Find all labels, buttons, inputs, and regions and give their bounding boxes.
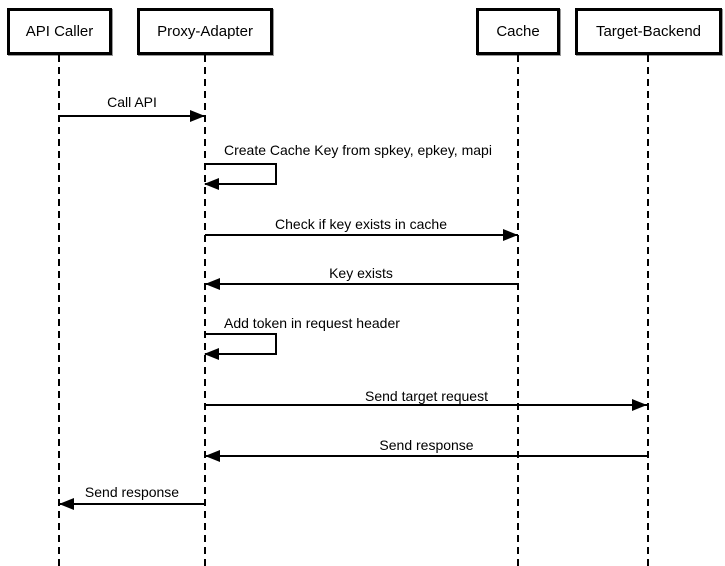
message-line (59, 115, 205, 117)
message-label: Add token in request header (224, 315, 400, 331)
message-label: Call API (107, 94, 157, 110)
lifeline-api-caller (58, 55, 60, 566)
message-line (205, 283, 518, 285)
arrowhead-left-icon (204, 348, 219, 360)
arrowhead-left-icon (205, 278, 220, 290)
message-label: Create Cache Key from spkey, epkey, mapi (224, 142, 492, 158)
self-message-loop (205, 163, 277, 185)
arrowhead-left-icon (204, 178, 219, 190)
participant-label-cache: Cache (496, 23, 540, 40)
participant-label-api-caller: API Caller (25, 23, 94, 40)
participant-box-api-caller: API Caller (7, 8, 112, 55)
message-line (205, 455, 648, 457)
lifeline-proxy-adapter (204, 55, 206, 566)
arrowhead-left-icon (59, 498, 74, 510)
arrowhead-right-icon (632, 399, 647, 411)
self-message-loop (205, 333, 277, 355)
message-label: Key exists (329, 265, 393, 281)
message-line (59, 503, 205, 505)
message-label: Check if key exists in cache (275, 216, 447, 232)
participant-box-target-backend: Target-Backend (575, 8, 722, 55)
lifeline-target-backend (647, 55, 649, 566)
message-label: Send target request (365, 388, 488, 404)
lifeline-cache (517, 55, 519, 566)
participant-box-cache: Cache (476, 8, 560, 55)
arrowhead-right-icon (503, 229, 518, 241)
participant-box-proxy-adapter: Proxy-Adapter (137, 8, 273, 55)
arrowhead-right-icon (190, 110, 205, 122)
message-label: Send response (84, 484, 180, 500)
message-line (205, 234, 518, 236)
arrowhead-left-icon (205, 450, 220, 462)
message-label: Send response (379, 437, 474, 453)
participant-label-proxy-adapter: Proxy-Adapter (157, 23, 253, 40)
participant-label-target-backend: Target-Backend (595, 23, 702, 40)
message-line (205, 404, 648, 406)
